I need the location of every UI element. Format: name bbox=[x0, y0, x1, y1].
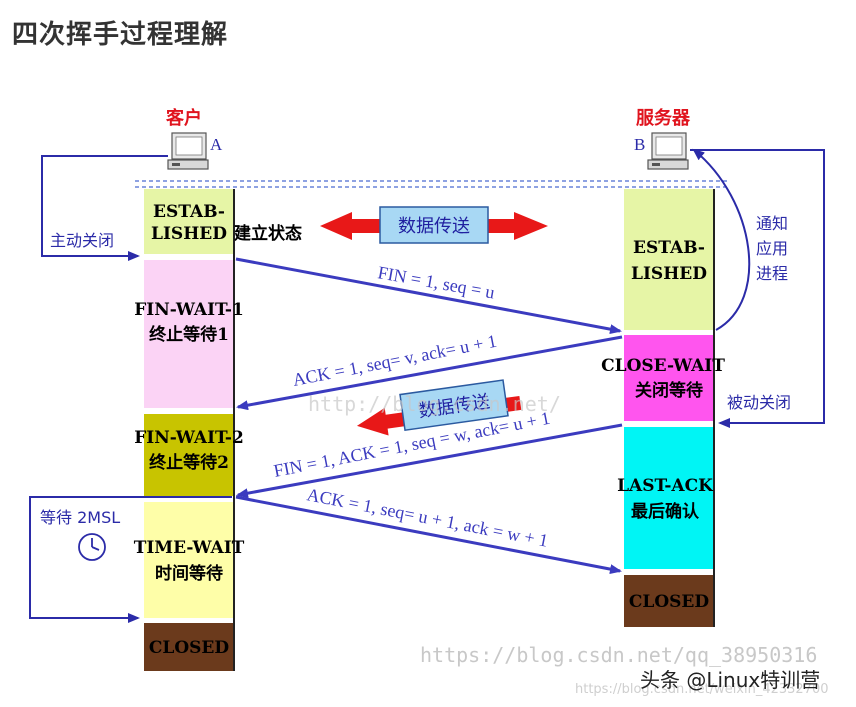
server-close-wait-line1: CLOSE-WAIT bbox=[601, 356, 725, 376]
wait-2msl-note: 等待 2MSL bbox=[40, 508, 120, 527]
notify-app-note-3: 进程 bbox=[756, 264, 788, 283]
server-established-line2: LISHED bbox=[631, 264, 707, 284]
client-fin-wait-1-line1: FIN-WAIT-1 bbox=[134, 300, 244, 320]
server-state-close-wait bbox=[624, 335, 714, 421]
notify-app-note-1: 通知 bbox=[756, 214, 788, 233]
client-time-wait-line2: 时间等待 bbox=[155, 563, 223, 584]
watermark-url: https://blog.csdn.net/qq_38950316 bbox=[420, 643, 817, 667]
watermark-mid: http://blog.csdn.net/ bbox=[308, 392, 561, 416]
notify-app-note-2: 应用 bbox=[756, 239, 788, 258]
client-state-time-wait bbox=[144, 502, 234, 618]
client-state-established bbox=[144, 189, 234, 254]
client-fin-wait-1-line2: 终止等待1 bbox=[149, 324, 229, 345]
server-state-last-ack bbox=[624, 427, 714, 569]
fin2-arrow bbox=[236, 423, 623, 499]
watermark-brand: 头条 @Linux特训营 bbox=[640, 668, 820, 692]
client-fin-wait-2-line1: FIN-WAIT-2 bbox=[134, 428, 244, 448]
server-computer-icon bbox=[647, 132, 689, 170]
page-title: 四次挥手过程理解 bbox=[12, 20, 229, 50]
server-closed-label: CLOSED bbox=[629, 592, 710, 612]
client-fin-wait-2-line2: 终止等待2 bbox=[149, 452, 229, 473]
ack2-arrow bbox=[235, 495, 622, 575]
ack1-label: ACK = 1, seq= v, ack= u + 1 bbox=[291, 331, 498, 390]
data-transfer-arrow-top: 数据传送 bbox=[320, 206, 548, 244]
server-label: 服务器 bbox=[636, 107, 691, 129]
server-close-wait-line2: 关闭等待 bbox=[635, 380, 703, 401]
active-close-note: 主动关闭 bbox=[50, 231, 114, 250]
ack1-arrow bbox=[236, 335, 623, 411]
watermark-small: https://blog.csdn.net/weixin_42332700 bbox=[575, 682, 829, 697]
client-time-wait-line1: TIME-WAIT bbox=[134, 538, 245, 558]
passive-close-arrow bbox=[690, 149, 825, 428]
server-state-established bbox=[624, 189, 714, 330]
active-close-arrow bbox=[41, 155, 168, 261]
client-state-closed bbox=[144, 623, 234, 671]
notify-app-arrow bbox=[692, 148, 751, 331]
client-established-suffix: 建立状态 bbox=[234, 223, 302, 244]
client-established-line2: LISHED bbox=[151, 224, 227, 244]
data-transfer-arrow-middle: 数据传送 bbox=[356, 379, 522, 436]
client-established-line1: ESTAB- bbox=[153, 202, 225, 222]
client-closed-label: CLOSED bbox=[149, 638, 230, 658]
passive-close-note: 被动关闭 bbox=[727, 393, 791, 412]
data-transfer-label-top: 数据传送 bbox=[398, 216, 470, 237]
server-last-ack-line1: LAST-ACK bbox=[617, 476, 714, 496]
clock-icon bbox=[78, 533, 106, 561]
client-state-fin-wait-2 bbox=[144, 414, 234, 496]
wait-2msl-arrow bbox=[29, 496, 232, 623]
server-last-ack-line2: 最后确认 bbox=[631, 501, 700, 522]
client-label: 客户 bbox=[166, 107, 202, 129]
server-established-line1: ESTAB- bbox=[633, 238, 705, 258]
client-letter: A bbox=[210, 135, 223, 154]
client-computer-icon bbox=[167, 132, 209, 170]
client-state-fin-wait-1 bbox=[144, 260, 234, 408]
server-letter: B bbox=[634, 135, 645, 154]
fin1-arrow bbox=[235, 257, 622, 335]
server-state-closed bbox=[624, 575, 714, 627]
